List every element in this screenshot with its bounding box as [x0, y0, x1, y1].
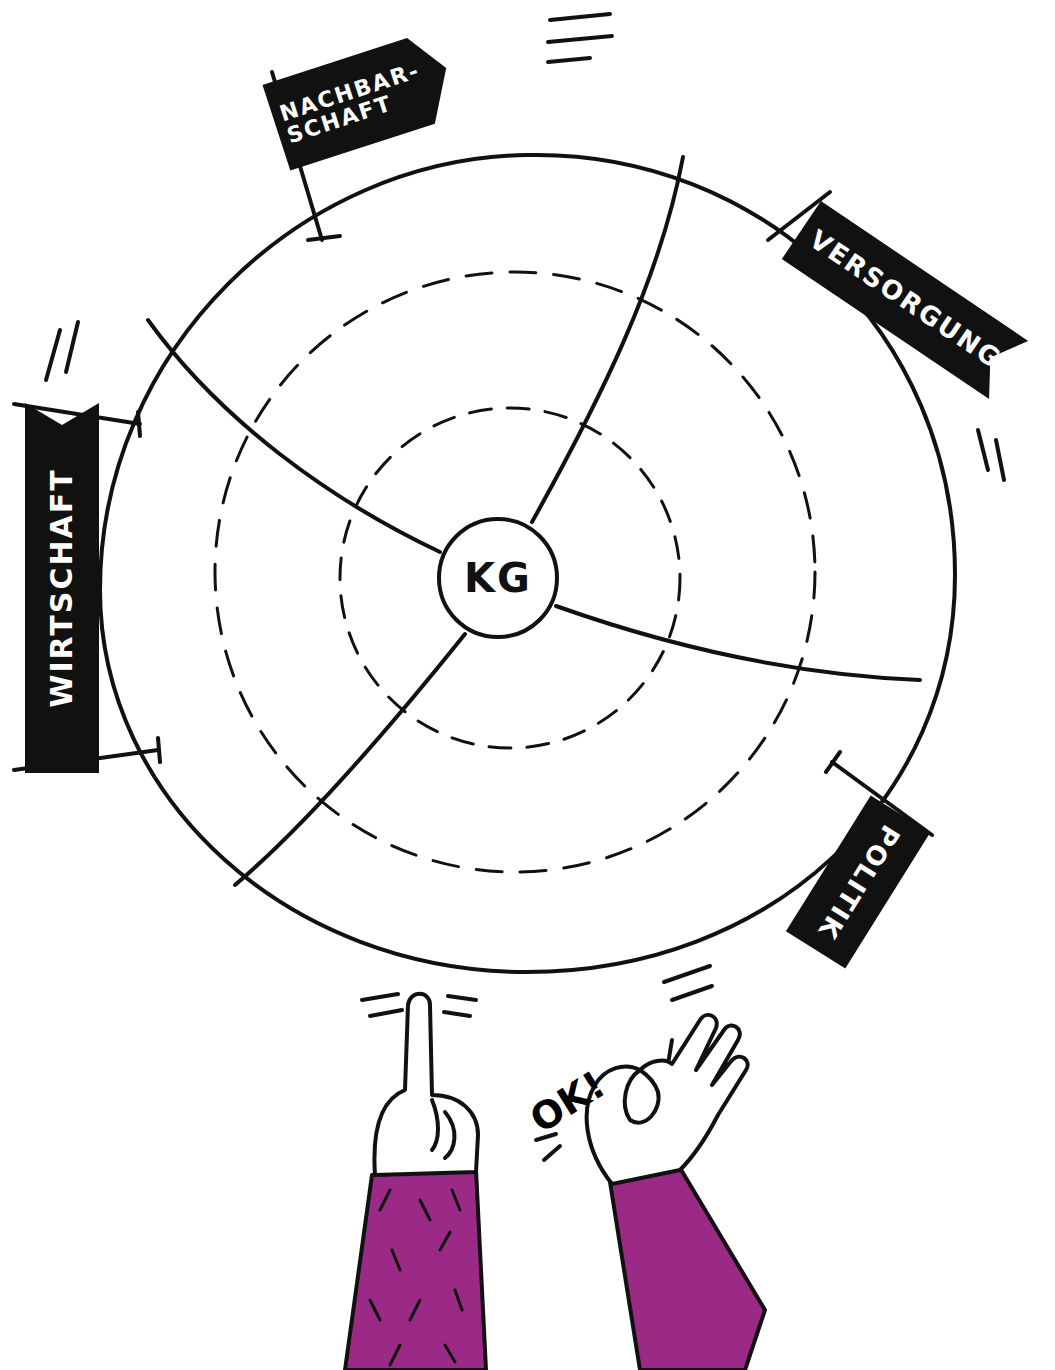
- sector-line: [532, 157, 683, 522]
- flag-pole: [138, 412, 140, 436]
- dashed-ring: [340, 408, 680, 748]
- center-circle: KG: [436, 516, 560, 640]
- pointing-hand: [345, 994, 486, 1370]
- sector-line: [556, 606, 920, 680]
- motion-line: [548, 14, 612, 62]
- motion-line: [664, 966, 712, 1000]
- ok-hand: [587, 1015, 765, 1370]
- flag-pole: [826, 752, 840, 772]
- dashed-ring: [215, 272, 815, 872]
- node-label: WIRTSCHAFT: [46, 468, 78, 707]
- node-label: VERSORGUNG: [804, 226, 1005, 374]
- sector-line: [235, 634, 465, 885]
- motion-line: [46, 322, 78, 380]
- flag-banner: POLITIK: [786, 796, 930, 969]
- flag-banner: NACHBAR- SCHAFT: [262, 29, 461, 170]
- flag-banner: WIRTSCHAFT: [25, 403, 99, 773]
- flag-pole: [158, 738, 160, 762]
- node-label: KG: [464, 557, 532, 599]
- motion-line: [978, 430, 1004, 480]
- sector-line: [148, 320, 440, 552]
- flag-pole: [308, 236, 340, 240]
